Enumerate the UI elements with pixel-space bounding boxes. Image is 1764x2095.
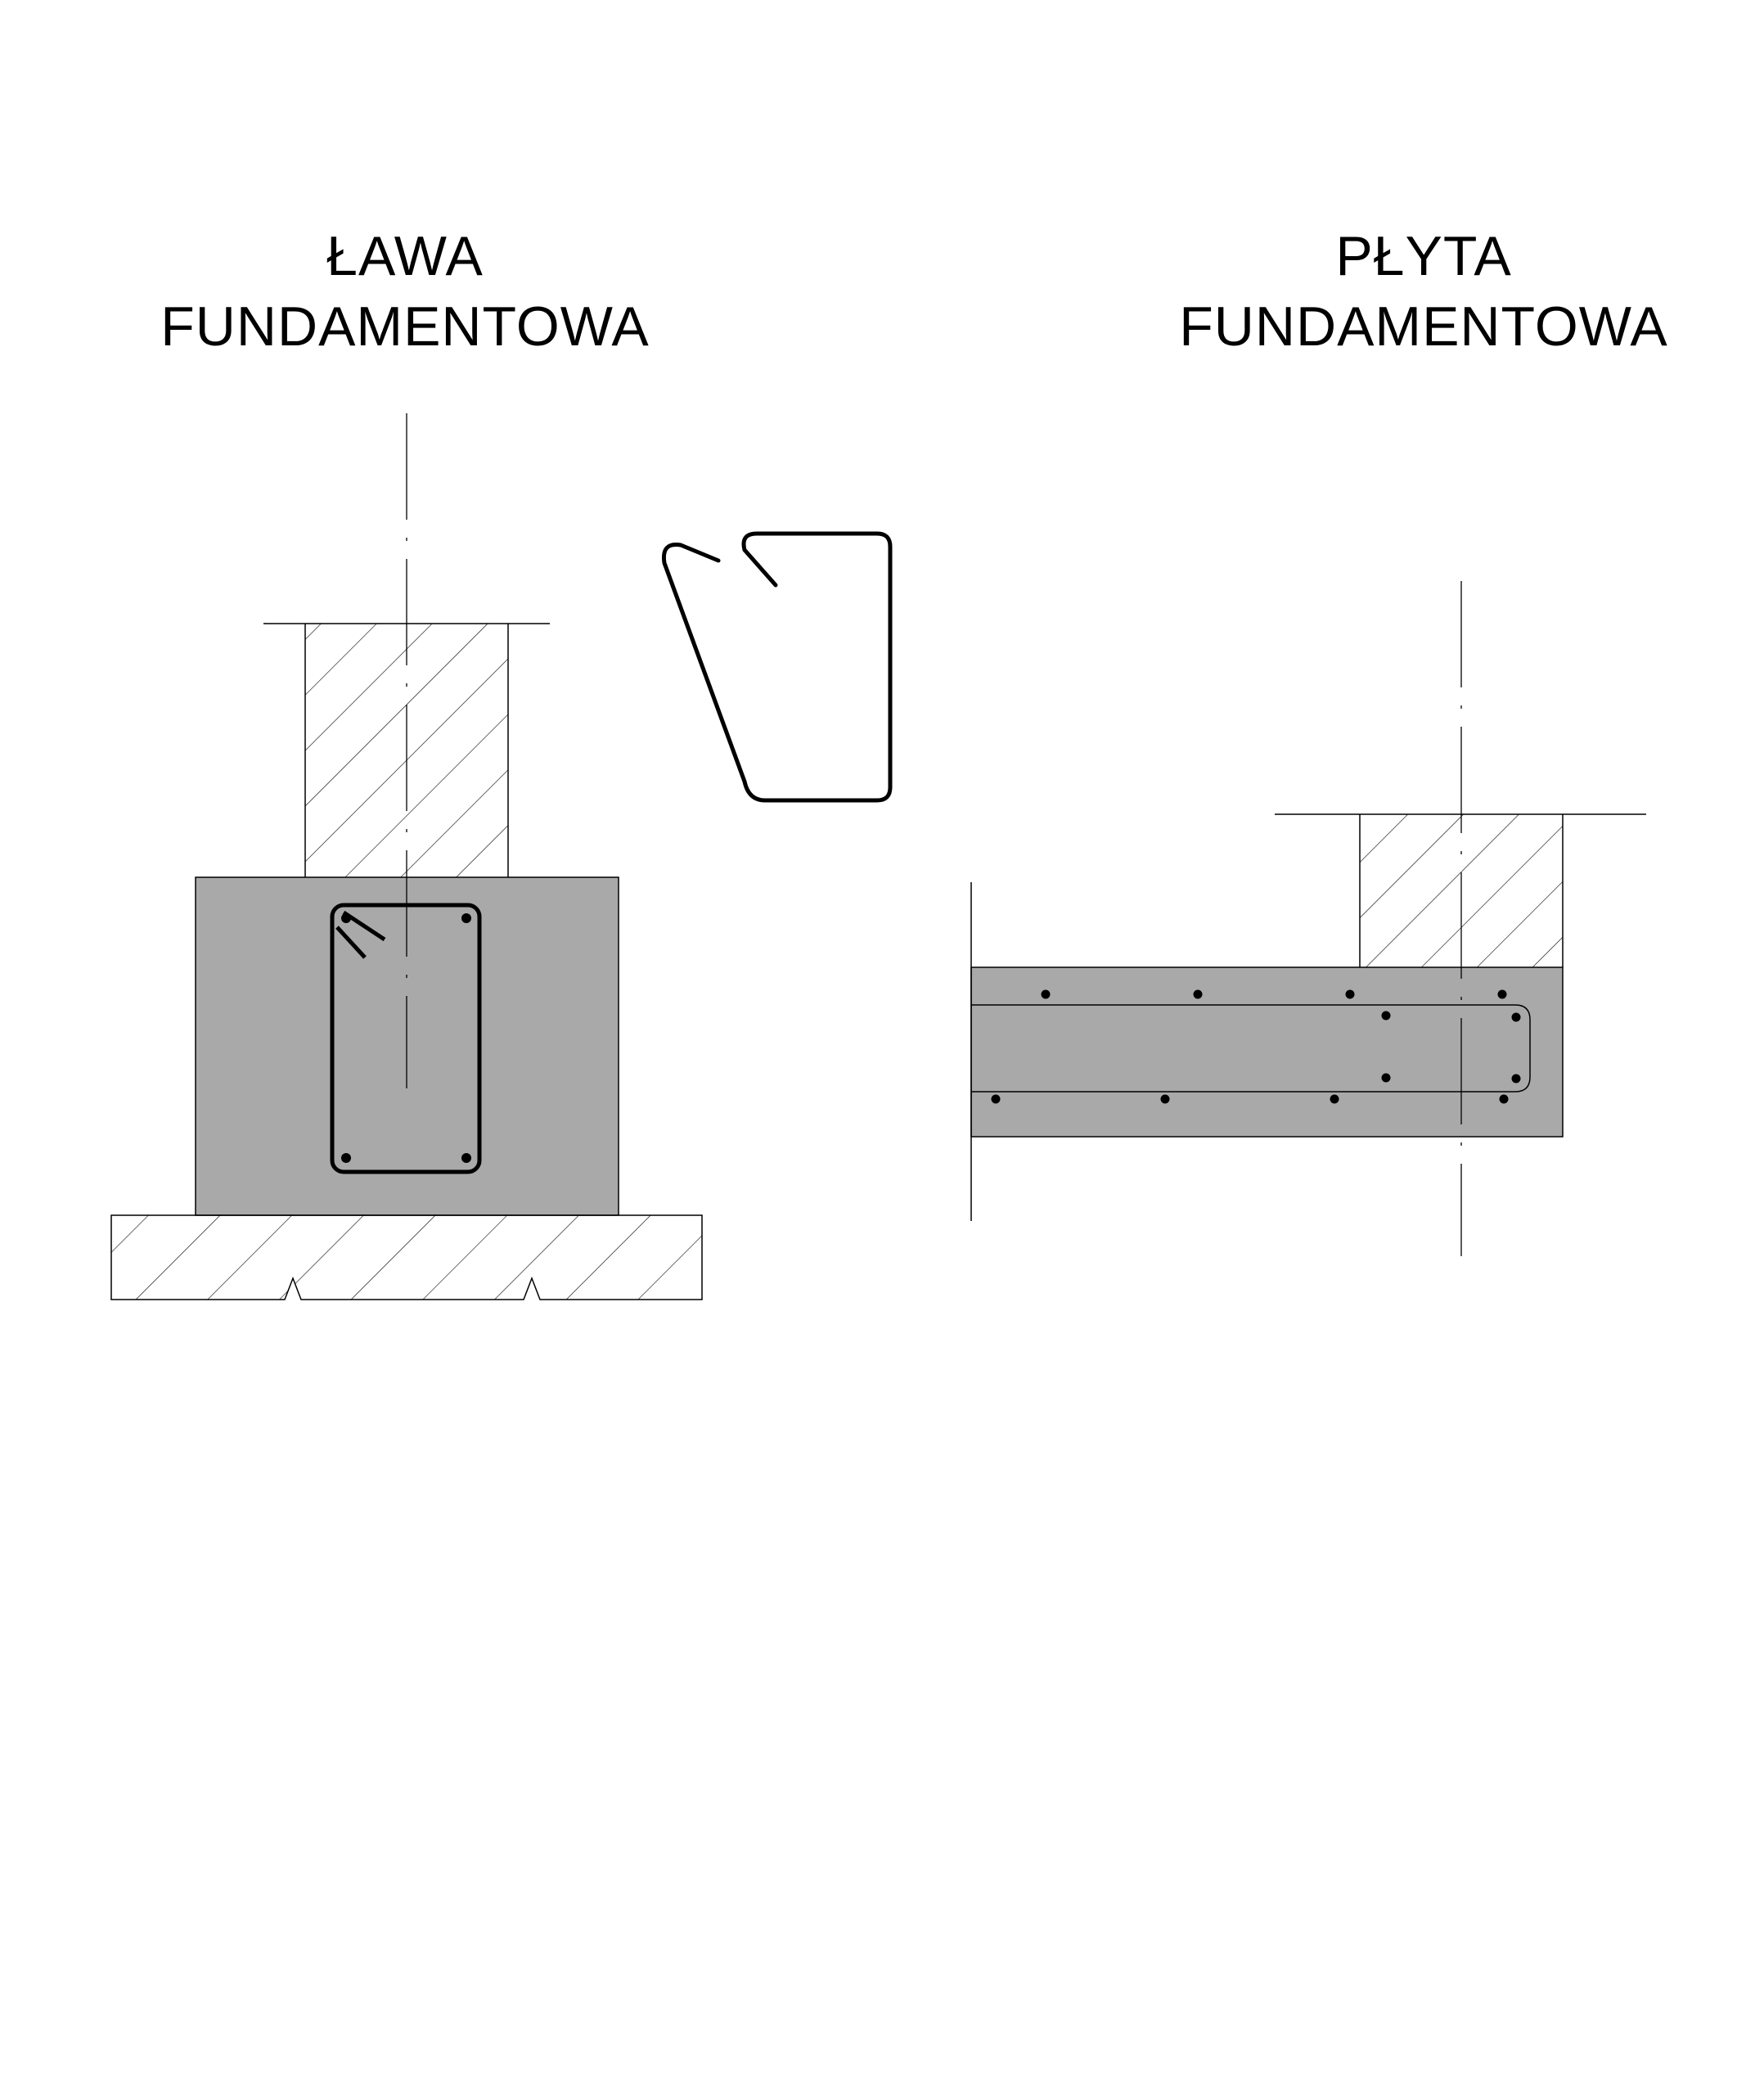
slab-foundation-title-line1: PŁYTA bbox=[1335, 225, 1512, 287]
strip-foundation-detail bbox=[110, 413, 703, 1300]
wall-section-right bbox=[1275, 813, 1646, 967]
slab-rebar-inner-1 bbox=[1381, 1011, 1391, 1020]
slab-rebar-bottom-4 bbox=[1499, 1094, 1509, 1104]
stirrup-outline bbox=[330, 903, 482, 1174]
strip-foundation-title: ŁAWA FUNDAMENTOWA bbox=[37, 221, 773, 362]
rebar-dot-top-right bbox=[461, 913, 471, 923]
strip-foundation-title-line2: FUNDAMENTOWA bbox=[160, 295, 650, 358]
slab-concrete bbox=[970, 966, 1564, 1138]
subgrade-hatch bbox=[111, 1215, 702, 1300]
subgrade-layer bbox=[110, 1214, 703, 1300]
slab-rebar-top-1 bbox=[1041, 989, 1051, 999]
rebar-dot-bottom-right bbox=[461, 1153, 471, 1163]
slab-rebar-bottom-1 bbox=[991, 1094, 1001, 1104]
slab-rebar-bottom-2 bbox=[1160, 1094, 1170, 1104]
slab-rebar-edge-2 bbox=[1511, 1074, 1521, 1084]
rebar-dot-top-left bbox=[341, 913, 351, 923]
rebar-stirrup-shape-icon bbox=[661, 531, 893, 803]
slab-reinforcement-loop bbox=[971, 1004, 1531, 1093]
strip-foundation-title-line1: ŁAWA bbox=[326, 225, 484, 287]
slab-rebar-inner-2 bbox=[1381, 1073, 1391, 1083]
slab-rebar-bottom-3 bbox=[1330, 1094, 1339, 1104]
slab-foundation-detail bbox=[970, 581, 1646, 1256]
slab-rebar-top-3 bbox=[1345, 989, 1355, 999]
slab-foundation-title-line2: FUNDAMENTOWA bbox=[1179, 295, 1668, 358]
slab-foundation-title: PŁYTA FUNDAMENTOWA bbox=[1055, 221, 1764, 362]
subgrade-outline bbox=[110, 1214, 703, 1300]
slab-rebar-top-2 bbox=[1193, 989, 1203, 999]
slab-rebar-top-4 bbox=[1497, 989, 1507, 999]
slab-rebar-edge-1 bbox=[1511, 1012, 1521, 1022]
rebar-dot-bottom-left bbox=[341, 1153, 351, 1163]
stirrup-hook-2 bbox=[335, 926, 367, 959]
footing-stirrup bbox=[330, 903, 482, 1174]
